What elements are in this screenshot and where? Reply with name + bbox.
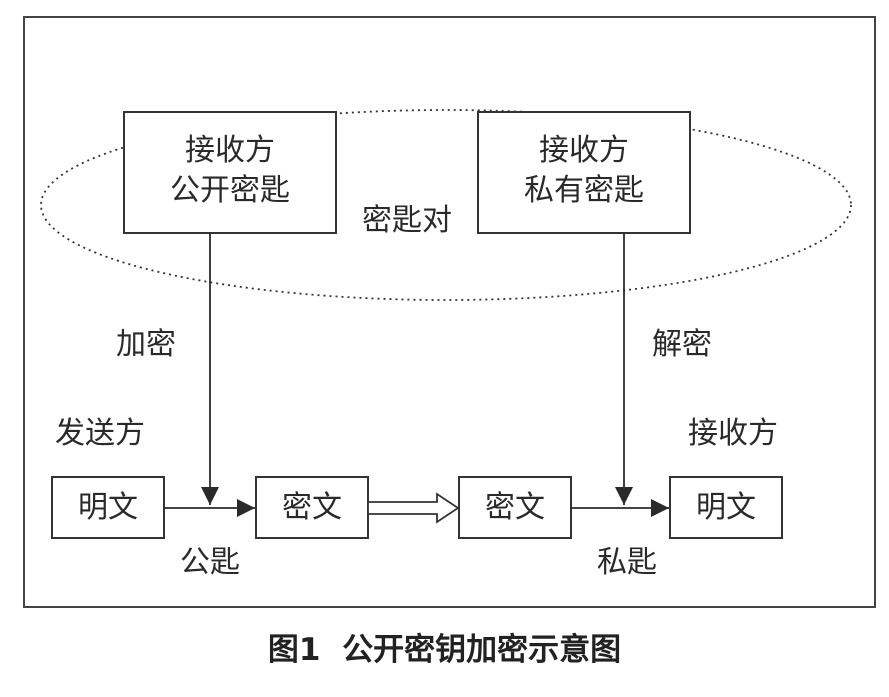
plaintext-right-box: [669, 476, 783, 539]
transmit-hollow-arrow: [367, 492, 460, 524]
figure-number: 图1: [267, 632, 321, 668]
receiver-public-key-line2: 公开密匙: [170, 173, 290, 208]
plaintext-right-label: 明文: [696, 490, 756, 525]
outer-frame: [23, 16, 876, 608]
receiver-private-key-line1: 接收方: [539, 133, 629, 168]
ciphertext-left-label: 密文: [282, 490, 342, 525]
figure-caption: 图1 公开密钥加密示意图: [0, 624, 889, 669]
key-pair-label: 密匙对: [362, 203, 452, 238]
receiver-private-key-line2: 私有密匙: [524, 173, 644, 208]
encrypt-label: 加密: [116, 327, 176, 362]
plaintext-left-box: [51, 476, 165, 539]
sender-label: 发送方: [55, 416, 145, 451]
receiver-label: 接收方: [688, 416, 778, 451]
plaintext-left-label: 明文: [78, 490, 138, 525]
receiver-public-key-line1: 接收方: [185, 133, 275, 168]
private-key-label: 私匙: [597, 545, 657, 580]
receiver-private-key-text: 接收方 私有密匙: [478, 131, 690, 211]
ciphertext-right-label: 密文: [485, 490, 545, 525]
receiver-public-key-box: [123, 111, 337, 234]
decrypt-label: 解密: [652, 327, 712, 362]
figure-title: 公开密钥加密示意图: [342, 632, 622, 668]
public-key-label: 公匙: [180, 545, 240, 580]
receiver-private-key-box: [477, 111, 691, 234]
receiver-public-key-text: 接收方 公开密匙: [124, 131, 336, 211]
key-pair-ellipse: [40, 109, 852, 301]
